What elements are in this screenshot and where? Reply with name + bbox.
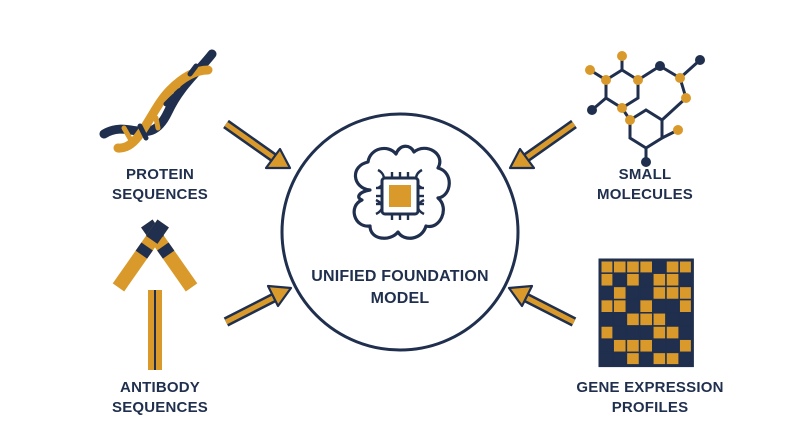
heatmap-cell: [638, 351, 654, 367]
label-antibody-sequences: ANTIBODY SEQUENCES: [95, 378, 225, 418]
arrow-gene-expression: [507, 284, 577, 327]
heatmap-cell: [625, 312, 641, 327]
heatmap-cell: [665, 272, 680, 288]
heatmap-cell: [652, 285, 667, 301]
heatmap-cell: [678, 312, 694, 327]
heatmap-cell: [599, 338, 614, 354]
heatmap-cell: [612, 338, 628, 354]
label-antibody-line1: ANTIBODY: [120, 379, 200, 396]
heatmap-cell: [625, 285, 641, 301]
heatmap-border: [598, 258, 694, 368]
heatmap-cell: [599, 325, 614, 340]
heatmap-cell: [625, 325, 641, 340]
label-gene-expression-profiles: GENE EXPRESSION PROFILES: [560, 378, 740, 418]
heatmap-cell: [678, 298, 694, 314]
heatmap-cell: [625, 259, 641, 274]
heatmap-cell: [665, 325, 680, 340]
heatmap-cell: [612, 259, 628, 274]
brain-chip-icon: [352, 144, 451, 240]
center-label-line2: MODEL: [370, 290, 430, 307]
heatmap-cell: [652, 325, 667, 340]
molecule-icon: [585, 51, 705, 167]
label-small-molecules-line1: SMALL: [618, 166, 672, 183]
heatmap-cell: [612, 351, 628, 367]
label-protein-line2: SEQUENCES: [112, 186, 208, 203]
heatmap-grid-icon: [598, 258, 694, 368]
heatmap-cell: [599, 351, 614, 367]
heatmap-cell: [665, 338, 680, 354]
heatmap-cell: [599, 298, 614, 314]
label-small-molecules-line2: MOLECULES: [597, 186, 693, 203]
heatmap-cell: [612, 285, 628, 301]
heatmap-cell: [638, 259, 654, 274]
heatmap-cell: [678, 351, 694, 367]
heatmap-cell: [665, 312, 680, 327]
heatmap-cell: [678, 338, 694, 354]
heatmap-cell: [678, 259, 694, 274]
center-label: UNIFIED FOUNDATION MODEL: [300, 266, 500, 310]
heatmap-cell: [665, 285, 680, 301]
heatmap-cell: [612, 272, 628, 288]
heatmap-cell: [599, 259, 614, 274]
heatmap-cell: [678, 285, 694, 301]
heatmap-cell: [612, 298, 628, 314]
heatmap-cell: [625, 272, 641, 288]
center-circle: [280, 112, 520, 352]
heatmap-cell: [625, 338, 641, 354]
label-antibody-line2: SEQUENCES: [112, 399, 208, 416]
heatmap-cell: [665, 298, 680, 314]
heatmap-cell: [599, 285, 614, 301]
heatmap-cell: [599, 272, 614, 288]
label-small-molecules: SMALL MOLECULES: [580, 165, 710, 205]
heatmap-cell: [678, 325, 694, 340]
arrow-protein: [223, 119, 292, 170]
heatmap-cell: [638, 272, 654, 288]
heatmap-cell: [638, 298, 654, 314]
heatmap-cell: [638, 312, 654, 327]
heatmap-cell: [612, 325, 628, 340]
heatmap-cell: [652, 272, 667, 288]
heatmap-cell: [678, 272, 694, 288]
antibody-icon: [112, 219, 198, 370]
heatmap-cell: [665, 259, 680, 274]
label-gene-expression-line1: GENE EXPRESSION: [576, 379, 724, 396]
label-protein-line1: PROTEIN: [125, 166, 195, 183]
heatmap-cell: [652, 259, 667, 274]
label-gene-expression-line2: PROFILES: [611, 399, 689, 416]
arrow-antibody: [223, 284, 293, 327]
heatmap-cell: [638, 338, 654, 354]
dna-helix-icon: [99, 49, 217, 153]
heatmap-cell: [652, 298, 667, 314]
label-protein-sequences: PROTEIN SEQUENCES: [95, 165, 225, 205]
heatmap-cell: [652, 338, 667, 354]
heatmap-cell: [638, 325, 654, 340]
arrow-small-molecules: [508, 119, 577, 170]
heatmap-cell: [665, 351, 680, 367]
heatmap-cell: [652, 312, 667, 327]
heatmap-cell: [599, 312, 614, 327]
heatmap-cell: [652, 351, 667, 367]
heatmap-cell: [625, 298, 641, 314]
heatmap-cell: [625, 351, 641, 367]
heatmap-cell: [612, 312, 628, 327]
center-label-line1: UNIFIED FOUNDATION: [311, 268, 489, 285]
heatmap-cell: [638, 285, 654, 301]
